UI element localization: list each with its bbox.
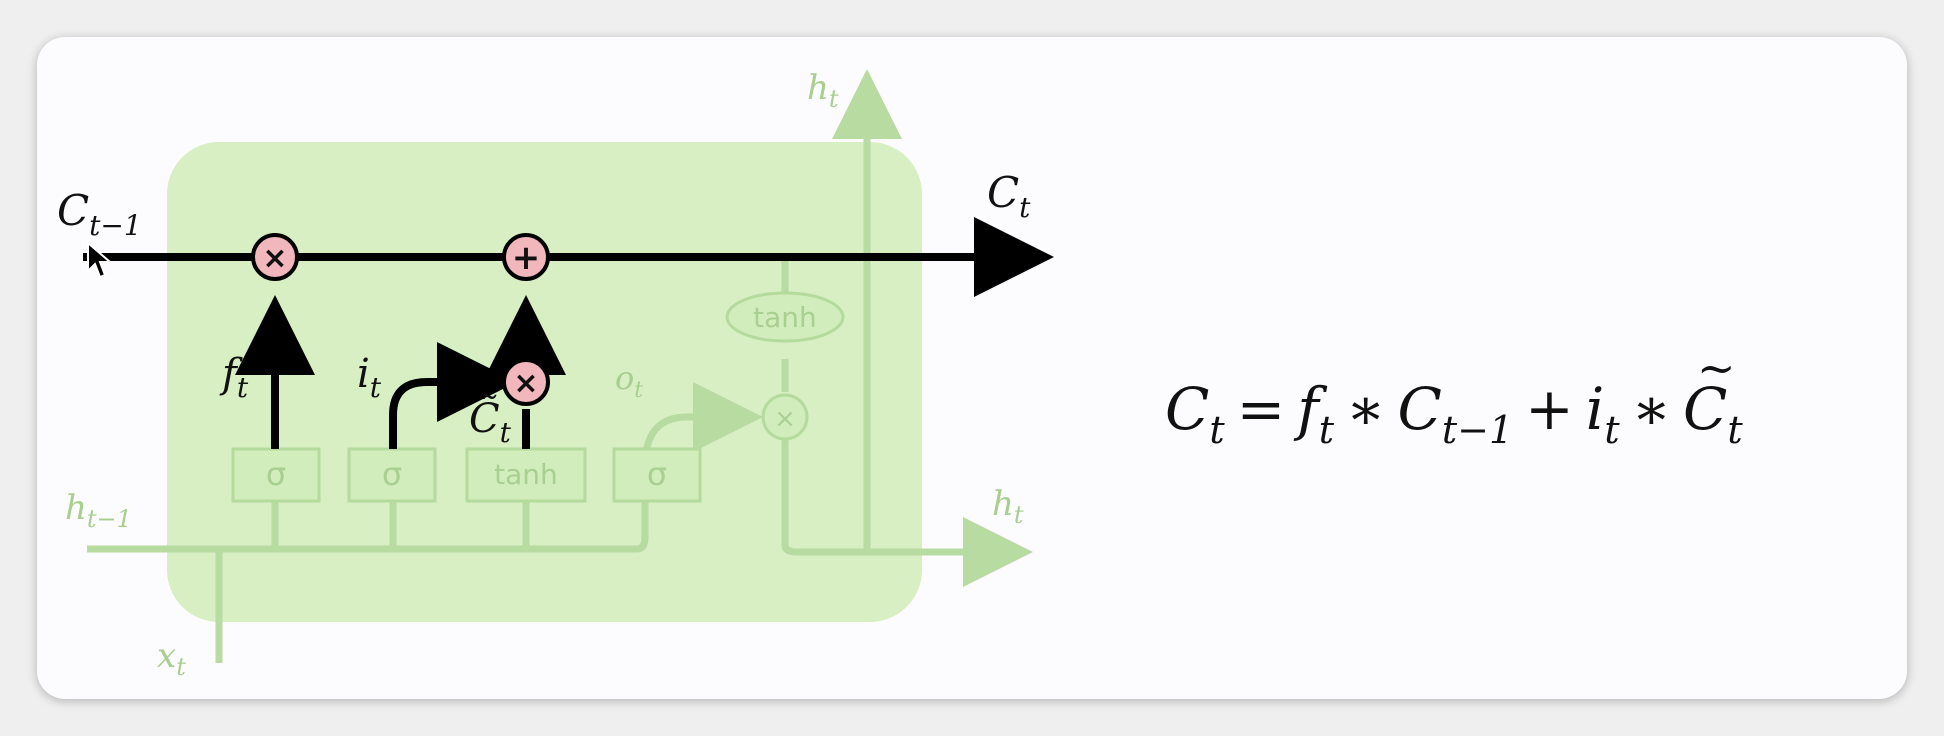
candidate-gate-box xyxy=(465,447,587,503)
candidate-gate-label: tanh xyxy=(494,458,558,491)
output-gate-box xyxy=(612,447,702,503)
x-label: xt xyxy=(157,636,186,681)
equation-prev-cell-term: Ct−1 xyxy=(1397,375,1514,452)
input-gate-box xyxy=(347,447,437,503)
equation-candidate-term: Ct xyxy=(1683,341,1743,452)
h-output-right-line xyxy=(781,439,1033,587)
cell-state-equation: Ct=ft∗Ct−1+it∗Ct xyxy=(1165,341,1743,452)
add-circle xyxy=(502,233,550,281)
output-mult-circle xyxy=(761,393,809,441)
equation-multiply-2: ∗ xyxy=(1631,375,1672,443)
cell-tanh-label: tanh xyxy=(753,301,817,334)
forget-gate-box xyxy=(231,447,321,503)
forget-mult-circle xyxy=(251,233,299,281)
c-prev-label: Ct−1 xyxy=(57,186,142,242)
mouse-cursor-icon xyxy=(87,241,112,279)
o-label: ot xyxy=(615,359,643,403)
i-label: it xyxy=(357,351,382,404)
forget-gate-label: σ xyxy=(266,455,286,493)
equation-lhs: Ct xyxy=(1165,375,1225,452)
forget-mult-symbol: × xyxy=(262,241,287,276)
h-prev-label: ht−1 xyxy=(65,488,132,533)
input-mult-circle xyxy=(502,358,550,406)
equation-equals: = xyxy=(1236,375,1286,443)
output-mult-symbol: × xyxy=(774,404,796,434)
equation-forget-term: ft xyxy=(1297,375,1335,452)
h-top-label: ht xyxy=(807,68,839,113)
input-mult-symbol: × xyxy=(513,366,538,401)
equation-plus: + xyxy=(1525,375,1574,443)
slide-card: σ σ tanh σ tanh × × + × xyxy=(37,37,1907,699)
input-gate-label: σ xyxy=(382,455,402,493)
equation-input-term: it xyxy=(1585,375,1620,452)
dark-labels: Ct−1 Ct ft it C̃t xyxy=(57,168,1031,449)
operators: × + × xyxy=(251,233,550,406)
equation-multiply-1: ∗ xyxy=(1346,375,1386,443)
h-right-label: ht xyxy=(992,484,1024,529)
lstm-cell-diagram: σ σ tanh σ tanh × × + × xyxy=(57,68,1054,681)
add-symbol: + xyxy=(512,238,541,278)
gate-boxes: σ σ tanh σ tanh × xyxy=(231,291,845,503)
c-tilde-label: C̃t xyxy=(469,395,512,449)
c-next-label: Ct xyxy=(987,168,1031,224)
faint-labels: ot ht ht ht−1 xt xyxy=(65,68,1024,681)
input-gate-arrow xyxy=(389,342,517,449)
cell-state-paths xyxy=(83,217,1054,449)
cell-tanh-ellipse xyxy=(725,291,845,343)
output-gate-label: σ xyxy=(647,455,667,493)
